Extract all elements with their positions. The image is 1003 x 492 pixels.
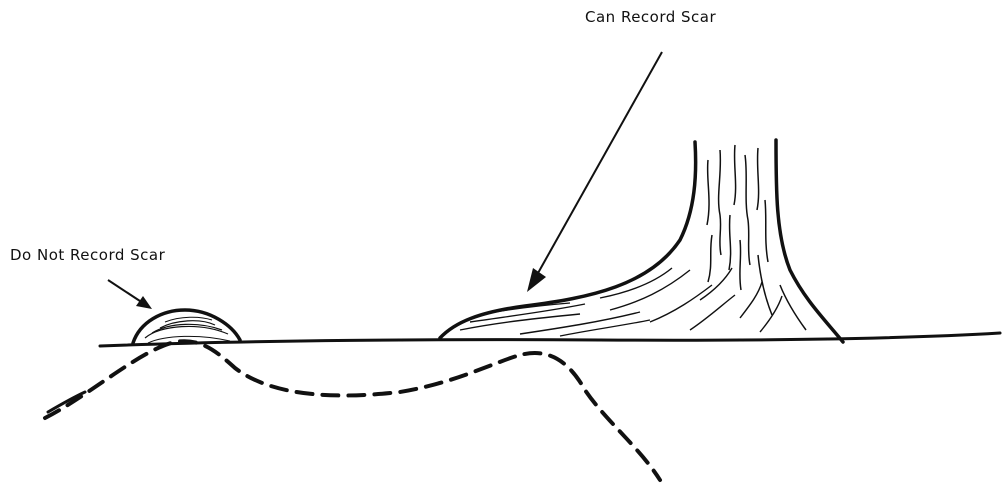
arrow-do-not-record <box>107 279 152 309</box>
dashed-root-tail <box>46 390 87 414</box>
tree-trunk <box>438 138 845 344</box>
label-can-record-scar: Can Record Scar <box>585 8 717 26</box>
small-scar-mound <box>131 308 242 345</box>
ground-line <box>98 331 1002 348</box>
label-do-not-record-scar: Do Not Record Scar <box>10 246 166 264</box>
dashed-root-line <box>43 339 662 482</box>
arrow-can-record <box>527 51 663 292</box>
